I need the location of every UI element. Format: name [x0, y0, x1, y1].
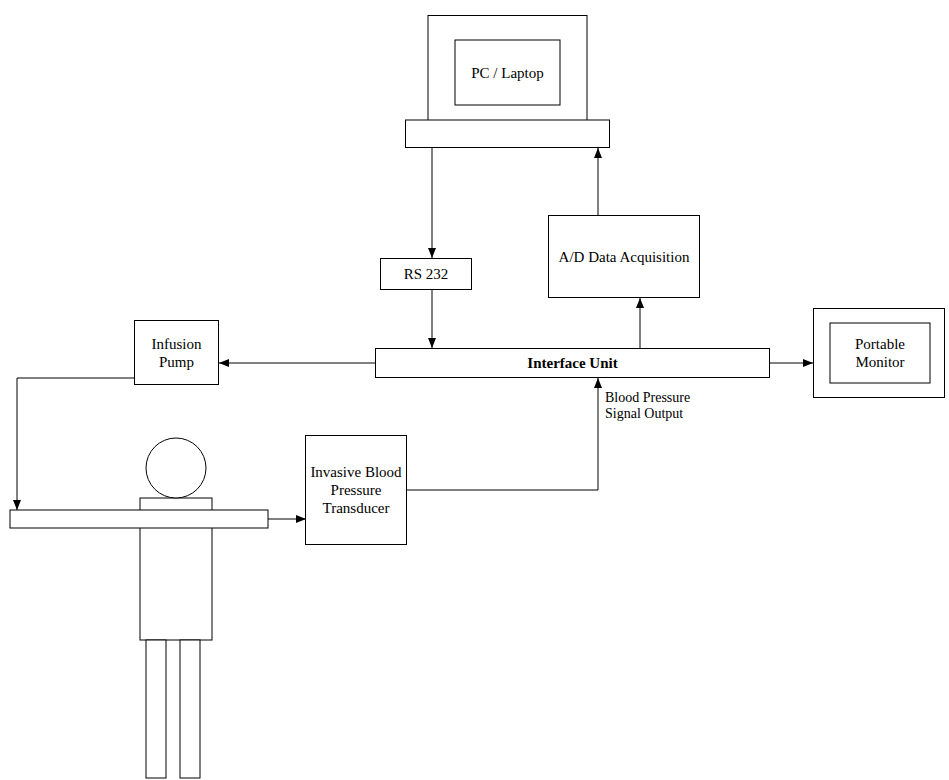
- acquisition-box: A/D Data Acquisition: [548, 215, 700, 298]
- node-label: Interface Unit: [527, 354, 617, 372]
- leg-shape: [180, 640, 200, 778]
- outline-part: [406, 120, 610, 148]
- computer-outline: [405, 15, 610, 148]
- monitor-outline: [813, 308, 945, 398]
- computer-node: PC / Laptop: [405, 15, 610, 148]
- connector-arrow: [432, 148, 433, 258]
- catheter-line: [268, 519, 306, 520]
- connector-arrow: [407, 378, 598, 490]
- connector-arrow: [598, 148, 599, 215]
- outline-part: [830, 323, 930, 383]
- text-area: A/D Data Acquisition: [549, 216, 699, 297]
- connector-arrow: [770, 363, 813, 364]
- leg-shape: [146, 640, 166, 778]
- interface-box: Interface Unit: [375, 348, 770, 378]
- text-area: Infusion Pump: [135, 321, 218, 384]
- node-label: Portable Monitor: [834, 335, 926, 371]
- node-label: PC / Laptop: [471, 64, 544, 82]
- outline-part: [814, 309, 945, 398]
- infusion-line: [17, 378, 135, 510]
- transducer-box: Invasive Blood Pressure Transducer: [305, 435, 407, 545]
- connector-arrow: [219, 363, 375, 364]
- text-area: Portable Monitor: [830, 323, 930, 383]
- node-label: A/D Data Acquisition: [559, 248, 690, 266]
- monitor-node: Portable Monitor: [813, 308, 945, 398]
- node-label: RS 232: [404, 265, 449, 283]
- head-shape: [146, 438, 206, 498]
- text-area: PC / Laptop: [455, 40, 560, 105]
- connector-arrow: [640, 298, 641, 348]
- pump-box: Infusion Pump: [134, 320, 219, 385]
- arms-shape: [10, 510, 268, 528]
- signal-label: Blood Pressure Signal Output: [603, 390, 717, 422]
- outline-part: [455, 40, 560, 105]
- node-label: Invasive Blood Pressure Transducer: [310, 463, 402, 517]
- outline-part: [428, 16, 587, 121]
- text-area: RS 232: [381, 259, 471, 289]
- port-box: RS 232: [380, 258, 472, 290]
- text-area: Interface Unit: [376, 349, 769, 377]
- node-label: Infusion Pump: [139, 335, 214, 371]
- connector-arrow: [432, 290, 433, 348]
- text-area: Invasive Blood Pressure Transducer: [306, 436, 406, 544]
